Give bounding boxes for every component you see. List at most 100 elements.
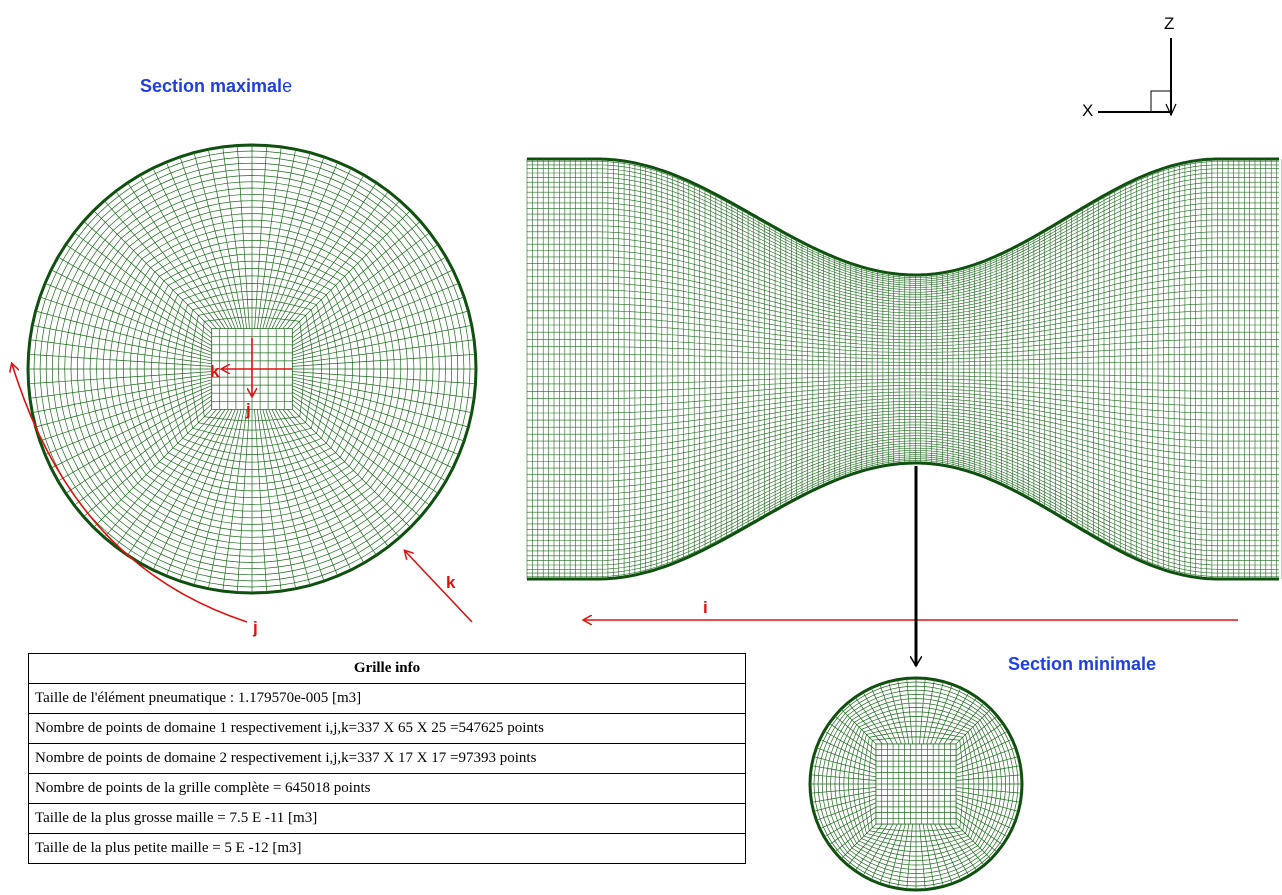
i-label: i: [703, 598, 708, 617]
mesh-line: [292, 404, 421, 517]
mesh-line: [236, 409, 250, 593]
mesh-line: [888, 824, 906, 887]
mesh-line: [292, 391, 447, 482]
table-row: Nombre de points de domaine 1 respective…: [28, 713, 746, 744]
mesh-line: [527, 157, 1279, 277]
mesh-line: [527, 186, 1279, 288]
mesh-line: [254, 145, 268, 329]
channel-mesh: [526, 157, 1282, 581]
min-section-mesh: [808, 676, 1024, 892]
mesh-line: [292, 353, 476, 367]
mesh-line: [527, 397, 1279, 435]
mesh-line: [292, 409, 411, 528]
mesh-line: [29, 373, 212, 399]
mesh-line: [287, 200, 400, 329]
mesh-line: [810, 787, 876, 794]
mesh-line: [282, 409, 389, 547]
mesh-line: [292, 210, 411, 329]
j-arrow-outer: [12, 364, 248, 623]
mesh-line: [527, 296, 1279, 337]
mesh-line: [115, 409, 222, 547]
table-row: Taille de la plus grosse maille = 7.5 E …: [28, 803, 746, 834]
mesh-line: [527, 256, 1279, 320]
mesh-line: [254, 409, 268, 593]
mesh-line: [152, 167, 233, 329]
mesh-line: [93, 409, 212, 528]
mesh-line: [527, 378, 1279, 392]
axis-triad: [1098, 38, 1177, 117]
mesh-line: [292, 395, 439, 494]
mesh-line: [256, 146, 282, 329]
table-row: Taille de la plus petite maille = 5 E -1…: [28, 833, 746, 864]
mesh-line: [74, 399, 212, 506]
mesh-line: [828, 811, 877, 846]
mesh-line: [527, 172, 1279, 282]
mesh-line: [527, 181, 1279, 286]
mesh-line: [292, 399, 430, 506]
mesh-line: [926, 824, 944, 887]
mesh-line: [292, 269, 454, 350]
mesh-line: [938, 692, 970, 745]
mesh-line: [897, 679, 910, 744]
mesh-line: [813, 756, 876, 774]
mesh-line: [527, 331, 1279, 353]
mesh-line: [50, 269, 212, 350]
mesh-line: [165, 409, 236, 577]
mesh-line: [527, 310, 1279, 344]
mesh-line: [811, 790, 876, 803]
mesh-line: [956, 794, 1019, 812]
mesh-line: [955, 798, 1016, 821]
mesh-line: [922, 679, 935, 744]
mesh-line: [813, 794, 876, 812]
mesh-line: [943, 823, 978, 872]
mesh-line: [527, 353, 1279, 363]
mesh-line: [906, 824, 913, 890]
mesh-line: [922, 824, 935, 889]
mesh-line: [527, 416, 1279, 475]
mesh-line: [527, 445, 1279, 541]
mesh-line: [527, 388, 1279, 414]
mesh-line: [897, 824, 910, 889]
mesh-line: [888, 681, 906, 744]
mesh-line: [292, 244, 439, 343]
mesh-line: [934, 823, 962, 881]
mesh-line: [527, 346, 1279, 360]
mesh-line: [44, 385, 212, 456]
mesh-line: [527, 385, 1279, 407]
mesh-line: [259, 409, 297, 589]
mesh-line: [83, 221, 212, 334]
mesh-line: [527, 208, 1279, 298]
mesh-line: [527, 413, 1279, 469]
mesh-line: [527, 452, 1279, 557]
mesh-line: [834, 715, 877, 751]
mesh-line: [127, 409, 226, 556]
mesh-line: [35, 310, 212, 359]
mesh-line: [810, 774, 876, 781]
mesh-line: [955, 738, 1013, 766]
table-header: Grille info: [28, 653, 746, 684]
mesh-line: [527, 424, 1279, 495]
mesh-line: [278, 409, 377, 556]
mesh-line: [943, 696, 978, 745]
mesh-line: [236, 145, 250, 329]
mesh-line: [828, 722, 877, 757]
mesh-line: [955, 802, 1013, 830]
mesh-line: [65, 395, 212, 494]
mesh-line: [870, 687, 898, 745]
mesh-line: [930, 684, 953, 745]
mesh-line: [527, 177, 1279, 284]
mesh-line: [527, 168, 1279, 280]
mesh-line: [930, 823, 953, 884]
mesh-line: [265, 409, 325, 582]
mesh-line: [527, 418, 1279, 482]
mesh-line: [824, 730, 877, 762]
mesh-line: [292, 296, 465, 356]
mesh-line: [222, 409, 248, 592]
mesh-line: [292, 339, 475, 365]
mesh-line: [292, 382, 465, 442]
mesh-line: [527, 324, 1279, 350]
mesh-line: [527, 432, 1279, 513]
mesh-line: [104, 409, 217, 538]
mesh-line: [265, 156, 325, 329]
